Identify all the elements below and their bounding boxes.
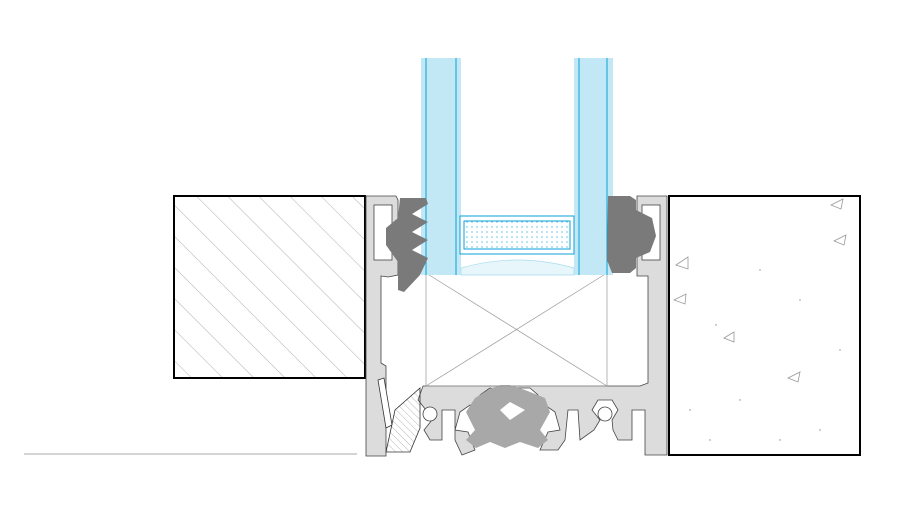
clip	[377, 377, 393, 429]
glass-pane-right	[574, 58, 613, 275]
glass-pane-left	[421, 58, 461, 275]
interlayer-arc	[460, 259, 575, 276]
gasket-right	[607, 196, 656, 273]
packer	[385, 387, 421, 453]
left-substrate-block	[173, 195, 366, 379]
right-concrete-block	[668, 195, 861, 456]
gasket-left	[386, 198, 428, 292]
spacer-bar	[459, 215, 575, 255]
glazing-zone-lines	[425, 272, 608, 387]
